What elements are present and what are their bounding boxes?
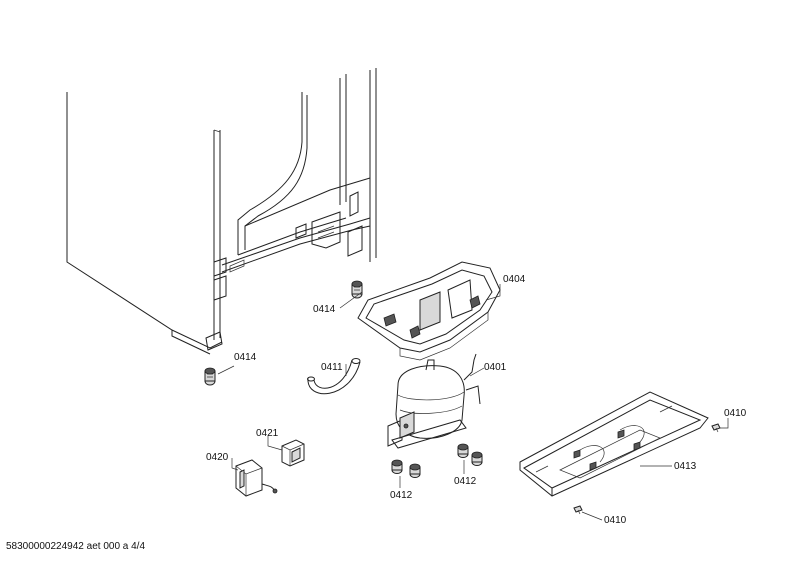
callout-0410-bottom: 0410 <box>604 515 627 526</box>
callout-0412-left: 0412 <box>390 490 413 501</box>
callout-0404: 0404 <box>503 274 526 285</box>
damper-top <box>351 280 363 299</box>
grommet-right-1 <box>457 443 469 458</box>
callout-0414-top: 0414 <box>313 304 336 315</box>
callout-0412-right: 0412 <box>454 476 477 487</box>
callout-0414-left: 0414 <box>234 352 257 363</box>
starter-relay <box>235 459 278 497</box>
relay-cover <box>281 439 305 467</box>
callout-0411: 0411 <box>321 362 343 373</box>
leader-lines <box>217 284 729 521</box>
base-plate <box>519 391 709 497</box>
callout-0420: 0420 <box>206 452 229 463</box>
callout-0410-top: 0410 <box>724 408 747 419</box>
grommet-left-1 <box>391 459 403 474</box>
damper-left <box>204 367 216 386</box>
callout-0413: 0413 <box>674 461 697 472</box>
callout-0421: 0421 <box>256 428 279 439</box>
document-reference: 58300000224942 aet 000 a 4/4 <box>6 541 146 552</box>
drain-hose <box>307 358 361 395</box>
compressor-base-tray <box>357 261 501 361</box>
grommet-right-2 <box>471 451 483 466</box>
compressor <box>387 353 481 449</box>
grommet-left-2 <box>409 463 421 478</box>
cabinet-body <box>66 68 377 355</box>
callout-labels: 0404 0414 0414 0411 0401 0410 0413 0410 … <box>206 274 747 526</box>
callout-0401: 0401 <box>484 362 507 373</box>
screw-bottom <box>573 505 583 515</box>
screw-top-right <box>711 423 721 433</box>
